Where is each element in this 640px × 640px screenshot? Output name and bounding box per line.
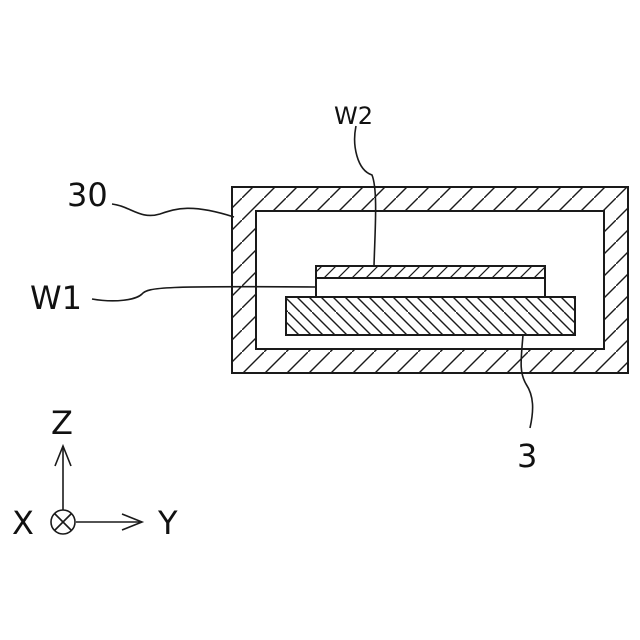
label-w2: W2	[334, 102, 373, 130]
leader-line-chamber	[112, 204, 234, 217]
label-chamber: 30	[67, 176, 108, 214]
stage	[286, 297, 575, 335]
label-w1: W1	[30, 279, 82, 317]
label-stage: 3	[517, 437, 537, 475]
axis-indicator	[51, 446, 142, 534]
axis-label-x: X	[12, 504, 34, 542]
axis-label-y: Y	[157, 504, 178, 542]
layer-w2	[316, 266, 545, 278]
leader-line-w1	[92, 287, 316, 301]
layer-w1	[316, 278, 545, 297]
x-axis-into-page-icon	[51, 510, 75, 534]
axis-label-z: Z	[51, 404, 73, 442]
